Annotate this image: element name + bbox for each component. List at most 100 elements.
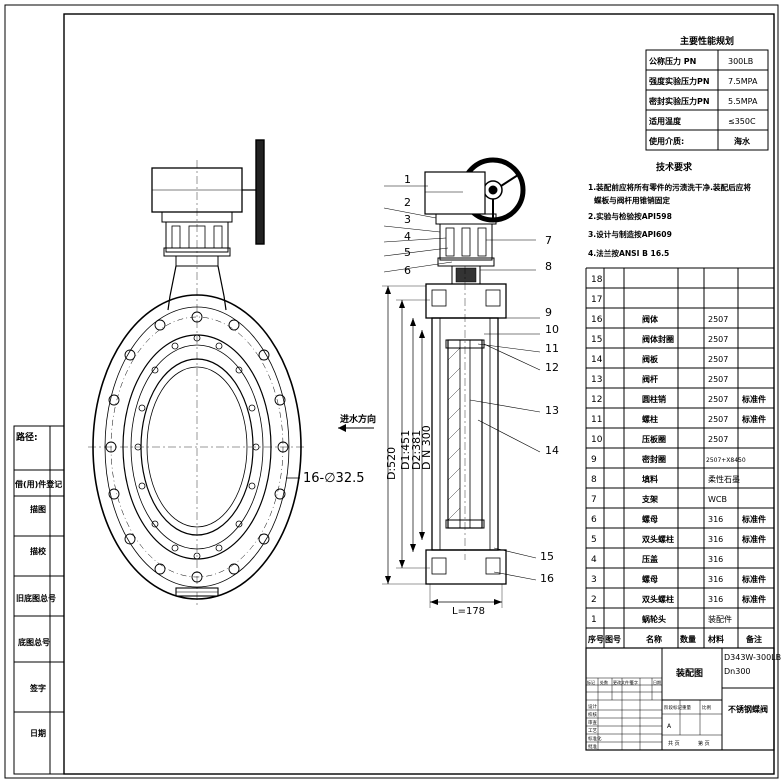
perf-title: 主要性能规划 [680, 35, 734, 47]
tb-sheet-index: 第 页 [698, 740, 710, 747]
sidebar-label-borrow: 借(用)件登记 [14, 479, 62, 489]
bom-row-material: 2507 [708, 395, 728, 404]
product-name: 不锈钢蝶阀 [728, 704, 768, 714]
tb-row-check: 校核 [588, 711, 597, 718]
tb-row-standard: 标准化 [588, 735, 602, 742]
bom-row-name: 螺母 [642, 574, 658, 584]
leader-8: 8 [545, 260, 552, 273]
inner-frame [63, 13, 775, 775]
dim-d2: D2:381 [410, 430, 423, 470]
side-view [382, 157, 541, 608]
bom-row-no: 9 [591, 455, 597, 465]
perf-label-2: 密封实验压力PN [648, 96, 710, 106]
model-number: D343W-300LB [724, 653, 781, 662]
leader-2: 2 [404, 196, 411, 209]
leader-12: 12 [545, 361, 559, 374]
perf-value-0: 300LB [728, 57, 753, 66]
model-size: Dn300 [724, 667, 751, 676]
tb-small-3: 签字 [630, 679, 638, 685]
left-sidebar: 路径: 借(用)件登记 描图 描校 旧底图总号 底图总号 签字 日期 [13, 425, 65, 775]
hole-callout: 16-∅32.5 [303, 471, 365, 486]
tb-row-approve: 批准 [588, 743, 597, 750]
tech-line-2: 蝶板与阀杆用锥销固定 [594, 195, 670, 205]
bom-row-note: 标准件 [741, 534, 766, 544]
bom-row-note: 标准件 [741, 574, 766, 584]
bom-header-code: 图号 [605, 635, 621, 644]
bom-row-material: 316 [708, 535, 723, 544]
bom-row-name: 密封圈 [641, 454, 666, 464]
sidebar-label-path: 路径: [16, 431, 38, 443]
leader-10: 10 [545, 323, 559, 336]
bom-row-no: 2 [591, 595, 597, 605]
bom-row-name: 蜗轮头 [642, 614, 666, 624]
bom-row-no: 1 [591, 615, 597, 625]
sidebar-label-sign: 签字 [29, 683, 46, 693]
dim-dn: D N 300 [420, 425, 433, 470]
bom-header-qty: 数量 [680, 634, 696, 644]
bom-row-name: 双头螺柱 [642, 534, 674, 544]
sidebar-label-trace: 描图 [30, 504, 46, 514]
bom-row-name: 螺母 [642, 514, 658, 524]
bom-row-material: 316 [708, 595, 723, 604]
leader-5: 5 [404, 246, 411, 259]
bom-row-no: 16 [591, 315, 603, 325]
tb-small-0: 标记 [587, 679, 595, 685]
bom-row-material: 2507 [708, 335, 728, 344]
bom-row-note: 标准件 [741, 394, 766, 404]
leader-3: 3 [404, 213, 411, 226]
bom-row-note: 标准件 [741, 414, 766, 424]
dim-d1: D1:451 [399, 430, 412, 470]
tb-small-1: 处数 [600, 679, 608, 685]
perf-label-1: 强度实验压力PN [649, 76, 710, 86]
leader-9: 9 [545, 306, 552, 319]
tech-line-4: 3.设计与制造按API609 [588, 229, 672, 239]
length-label: L=178 [452, 606, 485, 617]
tb-row-process: 工艺 [588, 728, 597, 734]
bom-row-material: 2507 [708, 355, 728, 364]
bom-row-material: 2507 [708, 375, 728, 384]
dim-d: D:520 [385, 447, 398, 480]
leader-1: 1 [404, 173, 411, 186]
leader-15: 15 [540, 550, 554, 563]
drawing-type: 装配图 [675, 667, 703, 679]
bom-row-name: 填料 [642, 474, 658, 484]
perf-label-4: 使用介质: [648, 136, 684, 146]
perf-value-1: 7.5MPA [728, 77, 758, 86]
bom-row-no: 7 [591, 495, 597, 505]
bom-row-material: 316 [708, 515, 723, 524]
performance-table: 主要性能规划 公称压力 PN 300LB 强度实验压力PN 7.5MPA 密封实… [645, 35, 769, 151]
bom-row-material: 316 [708, 555, 723, 564]
bom-row-no: 17 [591, 295, 602, 305]
bom-row-no: 14 [591, 355, 603, 365]
tb-weight: 重量 [682, 704, 691, 711]
bom-row-note: 标准件 [741, 594, 766, 604]
leader-16: 16 [540, 572, 554, 585]
bom-row-material: 柔性石墨 [708, 474, 740, 484]
tb-small-2: 更改文件号 [613, 679, 633, 685]
bom-row-no: 3 [591, 575, 597, 585]
tb-row-design: 设计 [588, 703, 597, 710]
sidebar-label-old-number: 旧底图总号 [16, 593, 56, 603]
perf-value-2: 5.5MPA [728, 97, 758, 106]
tb-ratio: 比例 [702, 704, 711, 711]
bom-row-no: 12 [591, 395, 602, 405]
bom-row-material: WCB [708, 495, 727, 504]
bom-row-material: 2507 [708, 415, 728, 424]
tech-line-1: 1.装配前应将所有零件的污渍洗干净.装配后应将 [588, 182, 751, 192]
bom-row-material: 2507+X8450 [706, 457, 746, 464]
bom-row-name: 压板圈 [642, 434, 666, 444]
bom-header-material: 材料 [708, 634, 724, 644]
tb-mark-a: A [667, 723, 672, 730]
leader-6: 6 [404, 264, 411, 277]
bom-row-name: 阀杆 [642, 374, 658, 384]
perf-label-3: 适用温度 [649, 116, 682, 126]
bom-row-material: 316 [708, 575, 723, 584]
bom-row-note: 标准件 [741, 514, 766, 524]
bom-row-no: 15 [591, 335, 602, 345]
bom-row-material: 装配件 [708, 614, 732, 624]
bom-row-no: 8 [591, 475, 597, 485]
tb-row-review: 审查 [588, 719, 597, 726]
tech-title: 技术要求 [656, 161, 693, 173]
